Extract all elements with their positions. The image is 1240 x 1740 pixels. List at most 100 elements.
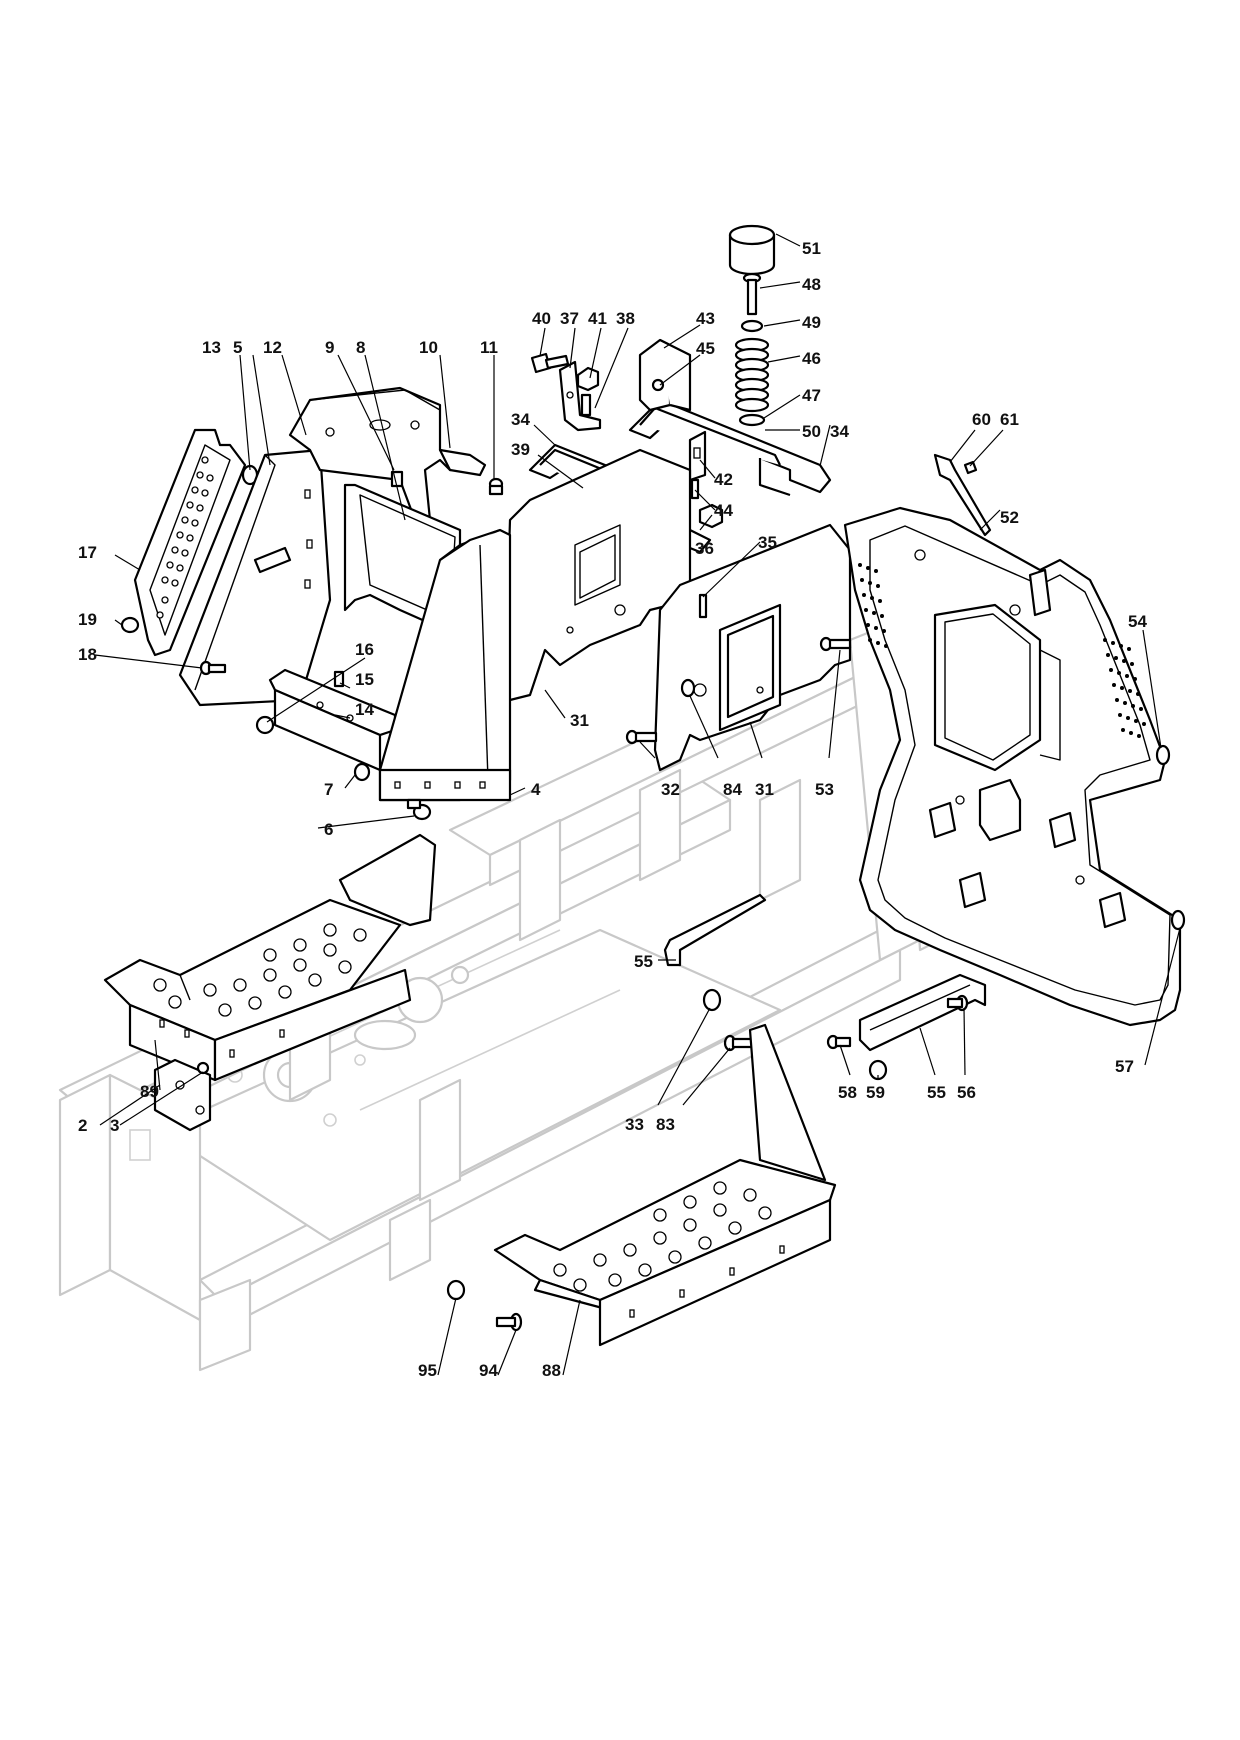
part-56-bolt	[946, 994, 969, 1012]
callout-7: 7	[324, 780, 333, 799]
callout-4: 4	[531, 780, 541, 799]
callout-14: 14	[355, 700, 374, 719]
part-48-bolt	[742, 272, 762, 316]
part-5-side-panel	[178, 448, 332, 707]
part-57-nut	[1170, 909, 1186, 931]
callout-35: 35	[758, 533, 777, 552]
part-94-bolt	[495, 1312, 523, 1332]
callout-15: 15	[355, 670, 374, 689]
callout-89: 89	[140, 1082, 159, 1101]
part-19-nut	[120, 616, 140, 634]
callout-9: 9	[325, 338, 334, 357]
callout-41: 41	[588, 309, 607, 328]
callout-6: 6	[324, 820, 333, 839]
callout-labels: 51 48 49 46 47 50 34 40 37 41 38 43 45 3…	[78, 239, 1147, 1380]
callout-31-right: 31	[755, 780, 774, 799]
part-83-bolt	[723, 1034, 755, 1052]
part-38-bolt	[580, 393, 592, 417]
part-58-bolt	[826, 1034, 852, 1050]
part-54-nut	[1155, 744, 1171, 766]
callout-18: 18	[78, 645, 97, 664]
part-88-footrest-right	[493, 1023, 837, 1347]
callout-60: 60	[972, 410, 991, 429]
callout-34-right: 34	[830, 422, 849, 441]
callout-16: 16	[355, 640, 374, 659]
callout-3: 3	[110, 1116, 119, 1135]
part-89-footrest-left	[103, 833, 437, 1082]
part-2-hinge-plate	[153, 1058, 212, 1132]
part-41-nut	[576, 366, 600, 392]
callout-45: 45	[696, 339, 715, 358]
part-37-bracket	[558, 360, 602, 432]
callout-40: 40	[532, 309, 551, 328]
callout-32: 32	[661, 780, 680, 799]
part-17-side-plate	[133, 428, 247, 657]
callout-48: 48	[802, 275, 821, 294]
part-55-bracket-lower	[858, 973, 987, 1052]
part-6-bolt	[406, 798, 432, 821]
callout-38: 38	[616, 309, 635, 328]
callout-12: 12	[263, 338, 282, 357]
part-40-bolt	[530, 352, 570, 374]
callout-46: 46	[802, 349, 821, 368]
callout-13: 13	[202, 338, 221, 357]
callout-42: 42	[714, 470, 733, 489]
part-55-bracket-upper	[663, 893, 767, 967]
callout-17: 17	[78, 543, 97, 562]
part-49-washer	[740, 319, 764, 333]
part-11-bolt	[488, 477, 504, 496]
grille-right	[1103, 638, 1146, 738]
callout-58: 58	[838, 1083, 857, 1102]
callout-51: 51	[802, 239, 821, 258]
callout-47: 47	[802, 386, 821, 405]
callout-94: 94	[479, 1361, 498, 1380]
part-53-bolt	[819, 636, 852, 652]
part-42-bracket	[688, 430, 707, 482]
part-3-screw	[196, 1061, 210, 1075]
callout-52: 52	[1000, 508, 1019, 527]
part-46-spring	[734, 337, 770, 413]
part-44-bolt	[690, 478, 700, 500]
part-7-nut	[353, 762, 371, 782]
callout-57: 57	[1115, 1057, 1134, 1076]
callout-56: 56	[957, 1083, 976, 1102]
leader-lines	[94, 233, 1181, 1376]
callout-10: 10	[419, 338, 438, 357]
callout-36: 36	[695, 539, 714, 558]
callout-61: 61	[1000, 410, 1019, 429]
part-52-rear-cover	[843, 506, 1182, 1027]
part-51-rubber-cap	[728, 224, 776, 276]
callout-49: 49	[802, 313, 821, 332]
part-95-nut	[446, 1279, 466, 1301]
part-18-bolt	[199, 660, 227, 676]
callout-34-left: 34	[511, 410, 530, 429]
callout-44: 44	[714, 501, 733, 520]
grille-left	[858, 563, 888, 648]
part-84-washer	[680, 678, 696, 698]
part-33-nut	[702, 988, 722, 1012]
part-14-cross-bar	[268, 668, 397, 772]
part-61-screw	[963, 460, 978, 475]
part-32-bolt	[625, 729, 658, 745]
part-4-front-cowl	[378, 528, 512, 802]
part-10-bracket-tab	[438, 448, 487, 477]
part-59-nut	[868, 1059, 888, 1081]
callout-11: 11	[480, 338, 498, 357]
callout-59: 59	[866, 1083, 885, 1102]
part-12-top-bracket	[288, 386, 472, 522]
callout-54: 54	[1128, 612, 1147, 631]
callout-55-upper: 55	[634, 952, 653, 971]
callout-19: 19	[78, 610, 97, 629]
part-35-rear-panel	[653, 523, 852, 772]
part-45-nut	[651, 378, 665, 392]
callout-95: 95	[418, 1361, 437, 1380]
callout-53: 53	[815, 780, 834, 799]
callout-8: 8	[356, 338, 365, 357]
part-43-clamp	[638, 338, 692, 412]
callout-33: 33	[625, 1115, 644, 1134]
part-15-bolt	[333, 670, 345, 688]
callout-83: 83	[656, 1115, 675, 1134]
callout-84: 84	[723, 780, 742, 799]
part-47-washer	[738, 413, 766, 427]
